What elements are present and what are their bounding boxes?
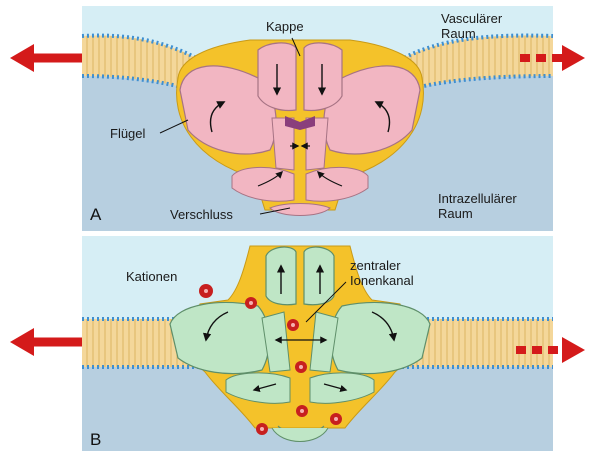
label-intracellular-line2: Raum: [438, 207, 473, 221]
label-kationen: Kationen: [126, 270, 177, 284]
panel-b-right-cap: [304, 247, 334, 305]
panel-b-left-wing: [170, 303, 269, 374]
panel-a-right-cap: [304, 43, 342, 111]
panel-b-right-wing: [331, 303, 430, 374]
label-kappe: Kappe: [266, 20, 304, 34]
panel-b: [10, 236, 585, 451]
label-intracellular-line1: Intrazellulärer: [438, 192, 517, 206]
label-vascular-line1: Vasculärer: [441, 12, 502, 26]
label-channel-line1: zentraler: [350, 259, 401, 273]
label-fluegel: Flügel: [110, 127, 145, 141]
red-arrow-left-icon: [10, 328, 82, 356]
label-channel-line2: Ionenkanal: [350, 274, 414, 288]
panel-letter-a: A: [90, 205, 101, 225]
label-verschluss: Verschluss: [170, 208, 233, 222]
panel-letter-b: B: [90, 430, 101, 450]
red-arrow-left-icon: [10, 44, 82, 72]
label-vascular-line2: Raum: [441, 27, 476, 41]
